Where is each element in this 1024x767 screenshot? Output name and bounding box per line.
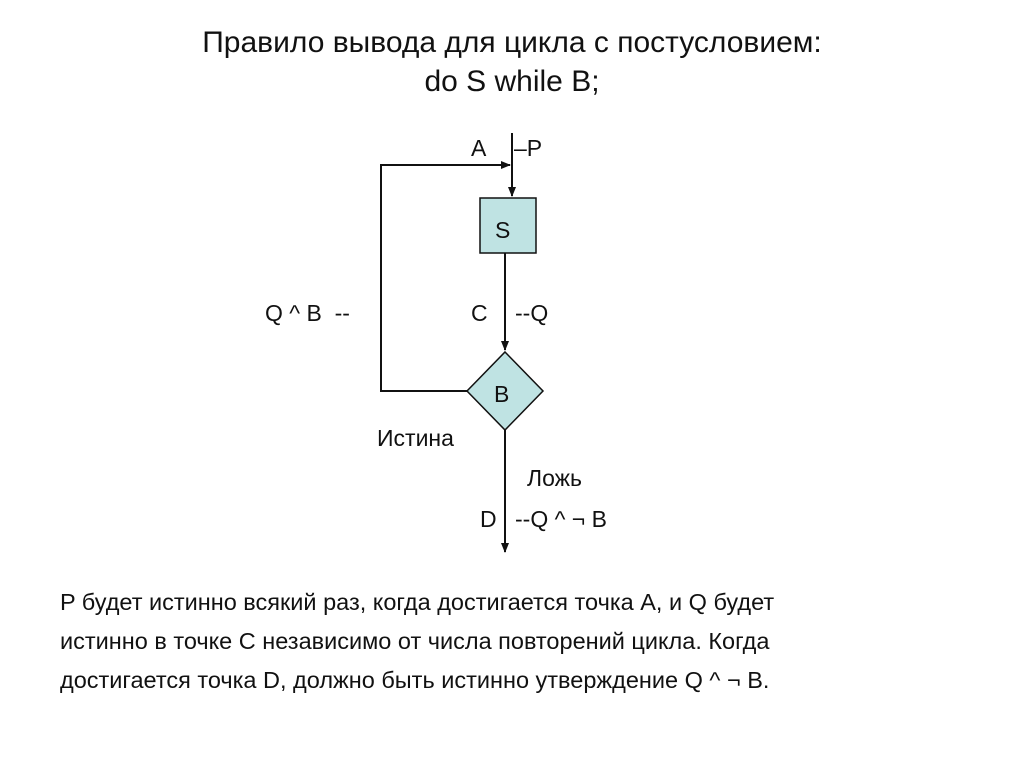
slide-title-line-2: do S while B; xyxy=(424,65,600,98)
false-branch-label: Ложь xyxy=(527,465,582,491)
point-a-label: A xyxy=(471,135,487,161)
precondition-label: –P xyxy=(514,135,543,161)
postcondition-label: --Q ^ ¬ B xyxy=(515,506,607,532)
loop-back-label: Q ^ B -- xyxy=(265,300,350,326)
point-d-label: D xyxy=(480,506,497,532)
explanation-line-2: истинно в точке C независимо от числа по… xyxy=(60,628,770,654)
explanation-line-1: P будет истинно всякий раз, когда достиг… xyxy=(60,589,775,615)
block-s xyxy=(479,197,537,254)
loop-back-line xyxy=(380,161,511,392)
true-branch-label: Истина xyxy=(377,425,454,451)
explanation-line-3: достигается точка D, должно быть истинно… xyxy=(60,667,770,693)
block-b-label: B xyxy=(494,381,510,407)
explanation-text: P будет истинно всякий раз, когда достиг… xyxy=(60,583,960,700)
point-c-label: C xyxy=(471,300,488,326)
block-s-label: S xyxy=(495,217,511,243)
invariant-c-label: --Q xyxy=(515,300,549,326)
slide-title-line-1: Правило вывода для цикла с постусловием: xyxy=(202,26,822,59)
